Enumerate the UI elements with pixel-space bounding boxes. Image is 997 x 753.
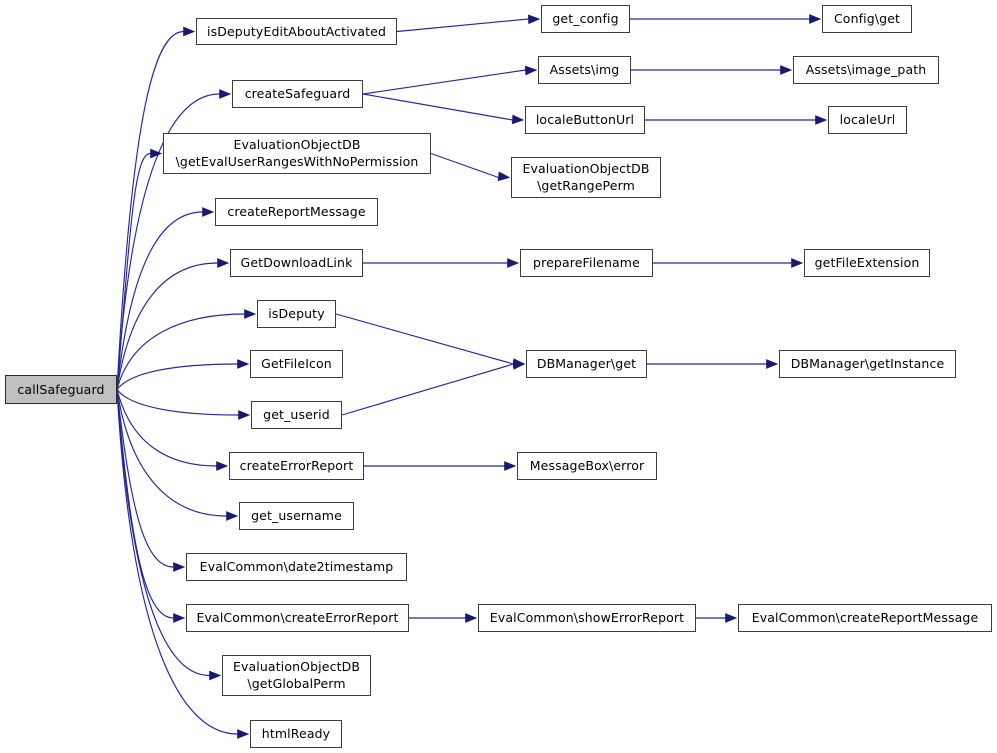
graph-node-showErrorReport[interactable]: EvalCommon\showErrorReport [478, 604, 696, 632]
edge-isDeputyEditAboutActivated-to-get_config [396, 18, 529, 33]
edge-callSafeguard-to-createReportMessage [116, 211, 203, 390]
arrowhead-get_userid-to-DBManagerGet [512, 360, 526, 370]
graph-node-GetFileIcon[interactable]: GetFileIcon [250, 350, 343, 378]
graph-node-getFileExtension[interactable]: getFileExtension [804, 249, 930, 277]
graph-node-date2timestamp[interactable]: EvalCommon\date2timestamp [186, 553, 407, 581]
graph-node-DBManagerGetInstance[interactable]: DBManager\getInstance [779, 350, 956, 378]
graph-node-createSafeguard[interactable]: createSafeguard [232, 80, 363, 108]
graph-node-AssetsImg[interactable]: Assets\img [538, 56, 631, 84]
arrowhead-localeButtonUrl-to-localeUrl [815, 115, 828, 125]
arrowhead-callSafeguard-to-GetDownloadLink [217, 258, 230, 268]
graph-node-ecCreateErrorReport[interactable]: EvalCommon\createErrorReport [186, 604, 409, 632]
edge-isDeputy-to-DBManagerGet [335, 313, 514, 365]
graph-node-isDeputyEditAboutActivated[interactable]: isDeputyEditAboutActivated [196, 18, 397, 45]
graph-node-GetDownloadLink[interactable]: GetDownloadLink [230, 249, 363, 277]
edge-getEvalUserRanges-to-getRangePerm [430, 152, 499, 179]
arrowhead-callSafeguard-to-createReportMessage [202, 207, 215, 217]
edge-callSafeguard-to-date2timestamp [116, 389, 174, 568]
arrowhead-createErrorReport-to-MessageBoxError [504, 461, 517, 471]
graph-node-AssetsImagePath[interactable]: Assets\image_path [793, 56, 939, 84]
graph-node-ConfigGet[interactable]: Config\get [822, 5, 912, 33]
graph-node-get_config[interactable]: get_config [541, 5, 630, 33]
graph-node-MessageBoxError[interactable]: MessageBox\error [517, 452, 657, 480]
arrowhead-isDeputy-to-DBManagerGet [512, 358, 526, 368]
arrowhead-callSafeguard-to-get_userid [238, 410, 251, 420]
edge-createSafeguard-to-AssetsImg [362, 69, 526, 95]
arrowhead-callSafeguard-to-htmlReady [237, 729, 250, 739]
arrowhead-createSafeguard-to-AssetsImg [524, 65, 538, 76]
edge-callSafeguard-to-isDeputy [116, 313, 245, 390]
arrowhead-callSafeguard-to-ecCreateErrorReport [173, 613, 186, 623]
graph-node-prepareFilename[interactable]: prepareFilename [520, 249, 653, 277]
graph-node-DBManagerGet[interactable]: DBManager\get [526, 350, 647, 378]
arrowhead-callSafeguard-to-createErrorReport [216, 461, 229, 471]
arrowhead-callSafeguard-to-isDeputy [244, 309, 257, 319]
graph-node-get_userid[interactable]: get_userid [251, 401, 342, 429]
graph-node-localeUrl[interactable]: localeUrl [828, 106, 907, 134]
arrowhead-DBManagerGet-to-DBManagerGetInstance [766, 359, 779, 369]
arrowhead-callSafeguard-to-createSafeguard [219, 89, 232, 99]
arrowhead-callSafeguard-to-getEvalUserRanges [150, 148, 163, 159]
graph-node-isDeputy[interactable]: isDeputy [257, 300, 336, 328]
arrowhead-callSafeguard-to-getGlobalPerm [209, 670, 222, 681]
edge-callSafeguard-to-GetFileIcon [116, 363, 238, 390]
arrowhead-get_config-to-ConfigGet [809, 14, 822, 24]
edge-callSafeguard-to-GetDownloadLink [116, 262, 218, 390]
edge-callSafeguard-to-getGlobalPerm [116, 389, 210, 677]
graph-node-htmlReady[interactable]: htmlReady [250, 720, 342, 748]
arrowhead-showErrorReport-to-ecCreateReportMessage [725, 613, 738, 623]
arrowhead-AssetsImg-to-AssetsImagePath [780, 65, 793, 75]
arrowhead-callSafeguard-to-isDeputyEditAboutActivated [183, 26, 196, 37]
arrowhead-callSafeguard-to-get_username [226, 511, 239, 521]
graph-node-callSafeguard[interactable]: callSafeguard [5, 375, 117, 404]
arrowhead-prepareFilename-to-getFileExtension [791, 258, 804, 268]
arrowhead-isDeputyEditAboutActivated-to-get_config [528, 14, 541, 25]
edge-createSafeguard-to-localeButtonUrl [362, 93, 513, 121]
arrowhead-ecCreateErrorReport-to-showErrorReport [465, 613, 478, 623]
edge-callSafeguard-to-get_userid [116, 389, 239, 416]
graph-node-getEvalUserRanges[interactable]: EvaluationObjectDB \getEvalUserRangesWit… [163, 133, 431, 174]
graph-node-localeButtonUrl[interactable]: localeButtonUrl [525, 106, 645, 134]
edge-callSafeguard-to-createErrorReport [116, 389, 217, 467]
arrowhead-getEvalUserRanges-to-getRangePerm [497, 171, 511, 182]
arrowhead-callSafeguard-to-date2timestamp [173, 562, 186, 572]
graph-node-ecCreateReportMessage[interactable]: EvalCommon\createReportMessage [738, 604, 992, 632]
graph-node-get_username[interactable]: get_username [239, 502, 354, 530]
graph-node-createReportMessage[interactable]: createReportMessage [215, 198, 378, 226]
edge-callSafeguard-to-isDeputyEditAboutActivated [116, 30, 184, 390]
graph-node-createErrorReport[interactable]: createErrorReport [229, 452, 364, 480]
arrowhead-GetDownloadLink-to-prepareFilename [507, 258, 520, 268]
graph-node-getRangePerm[interactable]: EvaluationObjectDB \getRangePerm [511, 157, 661, 198]
arrowhead-createSafeguard-to-localeButtonUrl [511, 114, 525, 125]
edge-callSafeguard-to-ecCreateErrorReport [116, 389, 174, 619]
edge-callSafeguard-to-get_username [116, 389, 227, 517]
edge-callSafeguard-to-getEvalUserRanges [116, 152, 151, 390]
edge-get_userid-to-DBManagerGet [341, 363, 514, 416]
arrowhead-callSafeguard-to-GetFileIcon [237, 359, 250, 369]
graph-node-getGlobalPerm[interactable]: EvaluationObjectDB \getGlobalPerm [222, 655, 371, 696]
